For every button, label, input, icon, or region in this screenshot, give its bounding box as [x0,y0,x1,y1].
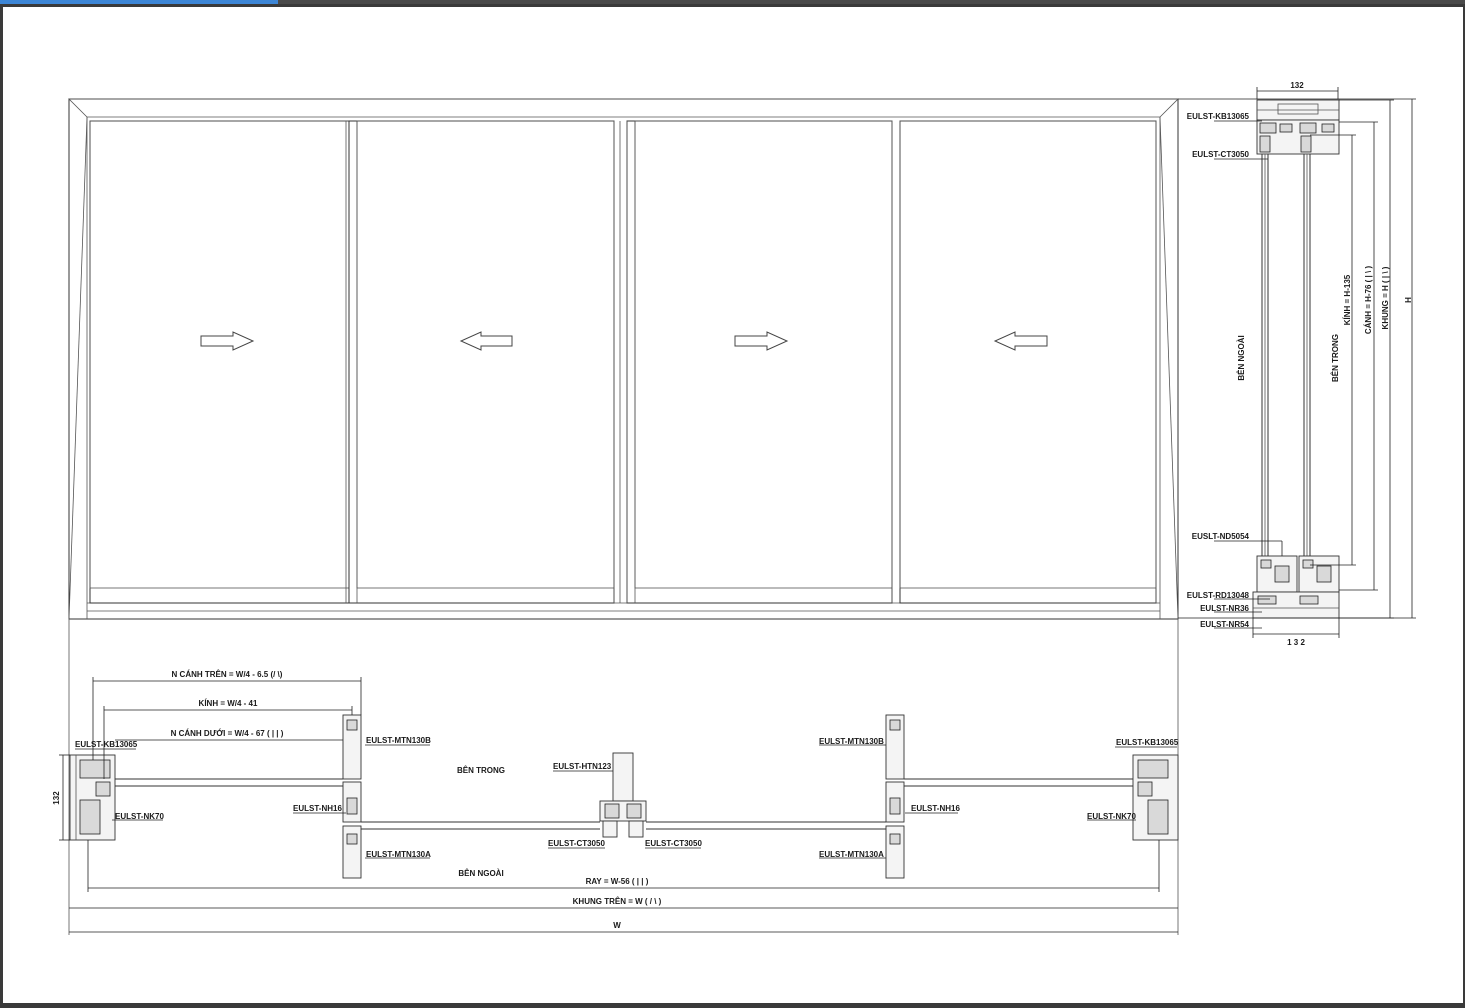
side-outside-label: BÊN NGOÀI [1237,335,1246,380]
front-elevation [68,98,1179,620]
plan-label-kb13065-right: EULST-KB13065 [1116,738,1179,747]
plan-label-nh16-right: EULST-NH16 [911,804,960,813]
dim-glass-height: KÍNH = H-135 [1343,274,1352,325]
door-technical-drawing: 132 [52,81,1416,935]
dim-sash-height: CÁNH = H-76 ( | \ ) [1364,266,1373,335]
plan-label-nk70-left: EULST-NK70 [115,812,164,821]
plan-left-height-label: 132 [52,791,61,805]
plan-section: 132 [52,619,1179,935]
dim-total-height: H [1404,297,1413,303]
panel-1 [89,120,350,604]
dim-rail-length: RAY = W-56 ( | | ) [586,877,649,886]
dim-total-width: W [613,921,621,930]
panel-3 [626,120,901,604]
plan-label-nh16-left: EULST-NH16 [293,804,342,813]
plan-inside-label: BÊN TRONG [457,766,505,775]
panel-4 [899,120,1157,604]
plan-label-mtn130b-right: EULST-MTN130B [819,737,884,746]
dim-lower-sash-width: N CÁNH DƯỚI = W/4 - 67 ( | | ) [171,729,284,738]
dim-frame-height: KHUNG = H ( | \ ) [1381,266,1390,329]
label-ct3050: EULST-CT3050 [1192,150,1249,159]
plan-label-htn123: EULST-HTN123 [553,762,612,771]
dim-upper-sash-width: N CÁNH TRÊN = W/4 - 6.5 (/ \) [172,670,283,679]
section-top-width-label: 132 [1290,81,1304,90]
vertical-section: 132 [1178,81,1416,647]
slide-left-arrow [993,331,1048,351]
section-bottom-width-label: 1 3 2 [1287,638,1305,647]
plan-label-nk70-right: EULST-NK70 [1087,812,1136,821]
drawing-sheet[interactable]: 132 [3,7,1463,1003]
slide-right-arrow [200,331,255,351]
plan-label-ct3050-left: EULST-CT3050 [548,839,605,848]
label-rd13048: EULST-RD13048 [1187,591,1250,600]
panel-2 [348,120,621,604]
plan-label-mtn130a-right: EULST-MTN130A [819,850,884,859]
side-inside-label: BÊN TRONG [1331,334,1340,382]
plan-outside-label: BÊN NGOÀI [458,869,503,878]
loading-progress-bar [0,0,279,4]
label-kb13065: EULST-KB13065 [1187,112,1250,121]
plan-label-ct3050-right: EULST-CT3050 [645,839,702,848]
dim-top-frame-length: KHUNG TRÊN = W ( / \ ) [573,897,662,906]
label-nd5054: EUSLT-ND5054 [1192,532,1250,541]
label-nr36: EULST-NR36 [1200,604,1249,613]
slide-left-arrow [459,331,513,351]
dim-glass-width: KÍNH = W/4 - 41 [199,699,258,708]
plan-label-kb13065-left: EULST-KB13065 [75,740,138,749]
viewer-top-bar [0,0,1465,4]
plan-label-mtn130b-left: EULST-MTN130B [366,736,431,745]
outer-frame [68,98,1179,620]
frame-head-bevel [68,98,1179,118]
label-nr54: EULST-NR54 [1200,620,1249,629]
slide-right-arrow [734,331,789,351]
plan-label-mtn130a-left: EULST-MTN130A [366,850,431,859]
